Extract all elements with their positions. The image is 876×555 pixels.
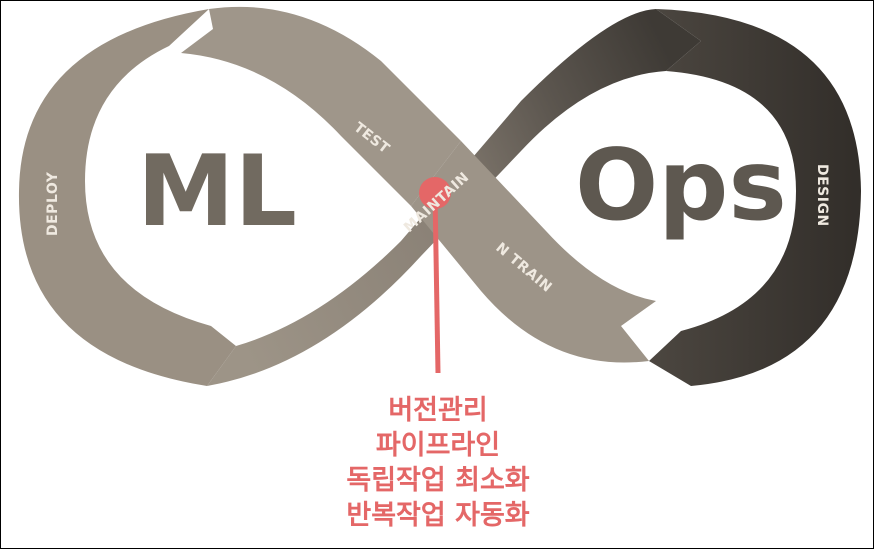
callout-pointer-line (432, 192, 441, 374)
word-ops: Ops (575, 129, 787, 243)
deploy-segment (18, 9, 236, 386)
callout-line-automate: 반복작업 자동화 (346, 500, 530, 531)
label-design: DESIGN (814, 164, 830, 227)
callout-dot (419, 177, 451, 209)
word-ml: ML (137, 135, 297, 249)
label-deploy: DEPLOY (45, 171, 61, 236)
callout-line-pipeline: 파이프라인 (375, 430, 501, 461)
callout-line-minimize: 독립작업 최소화 (346, 465, 530, 496)
callout-text: 버전관리 파이프라인 독립작업 최소화 반복작업 자동화 (301, 393, 575, 533)
train-segment (411, 141, 656, 363)
design-segment (649, 9, 861, 386)
callout-line-version: 버전관리 (388, 395, 488, 426)
test-segment (181, 6, 461, 207)
